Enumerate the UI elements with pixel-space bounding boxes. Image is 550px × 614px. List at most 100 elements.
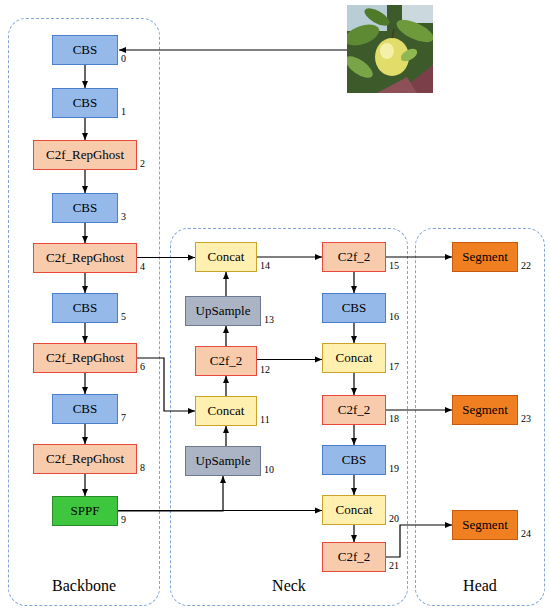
block-name: C2f_2 [338, 250, 371, 264]
c2f-block: C2f_2 [322, 542, 386, 572]
block-name: UpSample [196, 454, 251, 468]
photo-leaf [362, 5, 392, 29]
flow-arrow [386, 409, 452, 410]
callout-number: 16 [389, 311, 399, 322]
flow-arrow [137, 257, 195, 258]
callout-number: 18 [389, 413, 399, 424]
c2f-block: C2f_RepGhost [33, 243, 137, 273]
callout-number: 21 [389, 560, 399, 571]
segment-head: Segment [452, 242, 518, 272]
flow-arrow [84, 273, 85, 293]
callout-number: 19 [389, 463, 399, 474]
callout-number: 1 [121, 106, 126, 117]
flow-arrow [84, 474, 85, 496]
flow-arrow [353, 373, 354, 395]
block-name: CBS [342, 453, 367, 467]
block-name: CBS [73, 301, 98, 315]
callout-number: 15 [389, 260, 399, 271]
concat-block: Concat [322, 343, 386, 373]
block-name: C2f_2 [210, 354, 243, 368]
cbs-block: CBS [52, 293, 118, 323]
upsample-block: UpSample [185, 296, 261, 326]
flow-arrow [84, 323, 85, 343]
group-title: Neck [171, 577, 407, 595]
callout-number: 10 [264, 464, 274, 475]
block-name: Concat [208, 404, 245, 418]
group-title: Backbone [9, 577, 159, 595]
c2f-block: C2f_RepGhost [33, 140, 137, 170]
block-name: UpSample [196, 304, 251, 318]
block-name: Segment [462, 250, 508, 264]
block-name: C2f_RepGhost [46, 251, 124, 265]
pear-stem [392, 29, 394, 38]
block-name: CBS [73, 43, 98, 57]
block-name: Concat [336, 503, 373, 517]
callout-number: 8 [140, 462, 145, 473]
callout-number: 2 [140, 158, 145, 169]
pear-photo [347, 5, 433, 93]
flow-arrow [84, 373, 85, 394]
flow-arrow [84, 170, 85, 193]
flow-arrow [225, 326, 226, 346]
flow-arrow [386, 525, 452, 557]
flow-arrow [84, 223, 85, 243]
group-band: NeckUpSampleConcatC2f_2UpSampleConcatC2f… [170, 228, 408, 606]
c2f-block: C2f_RepGhost [33, 343, 137, 373]
block-name: CBS [73, 96, 98, 110]
block-name: C2f_RepGhost [46, 351, 124, 365]
upsample-block: UpSample [185, 446, 261, 476]
block-name: C2f_2 [338, 550, 371, 564]
flow-arrow [353, 272, 354, 293]
callout-number: 11 [260, 414, 270, 425]
group-band: BackboneCBSCBSC2f_RepGhostCBSC2f_RepGhos… [8, 18, 160, 606]
cbs-block: CBS [52, 193, 118, 223]
photo-leaf [347, 52, 376, 82]
segment-head: Segment [452, 395, 518, 425]
cbs-block: CBS [322, 445, 386, 475]
concat-block: Concat [195, 396, 257, 426]
cbs-block: CBS [52, 88, 118, 118]
input-leader-line [119, 49, 347, 50]
flow-arrow [137, 358, 195, 411]
cbs-block: CBS [322, 293, 386, 323]
flow-arrow [225, 426, 226, 446]
callout-number: 14 [260, 260, 270, 271]
callout-number: 20 [389, 513, 399, 524]
callout-number: 12 [260, 364, 270, 375]
callout-number: 24 [521, 528, 531, 539]
flow-arrow [353, 475, 354, 495]
callout-number: 3 [121, 211, 126, 222]
flow-arrow [225, 272, 226, 296]
flow-arrow [84, 424, 85, 444]
callout-number: 22 [521, 260, 531, 271]
c2f-block: C2f_2 [195, 346, 257, 376]
flow-arrow [257, 359, 322, 360]
flow-arrow [257, 256, 322, 257]
flow-arrow [353, 323, 354, 343]
group-title: Head [416, 577, 544, 595]
block-name: Concat [336, 351, 373, 365]
callout-number: 7 [121, 412, 126, 423]
block-name: C2f_RepGhost [46, 148, 124, 162]
flow-arrow [353, 425, 354, 445]
flow-arrow [84, 65, 85, 88]
block-name: Concat [208, 250, 245, 264]
callout-number: 9 [121, 514, 126, 525]
c2f-block: C2f_RepGhost [33, 444, 137, 474]
callout-number: 0 [121, 53, 126, 64]
callout-number: 23 [521, 413, 531, 424]
block-name: SPPF [71, 504, 100, 518]
sppf-block: SPPF [52, 496, 118, 526]
concat-block: Concat [195, 242, 257, 272]
flow-arrow [225, 376, 226, 396]
cbs-block: CBS [52, 35, 118, 65]
flow-arrow [84, 118, 85, 140]
photo-leaf [347, 20, 382, 49]
block-name: Segment [462, 518, 508, 532]
callout-number: 13 [264, 314, 274, 325]
block-name: CBS [73, 402, 98, 416]
photo-leaf [399, 46, 420, 64]
c2f-block: C2f_2 [322, 242, 386, 272]
segment-head: Segment [452, 510, 518, 540]
cbs-block: CBS [52, 394, 118, 424]
